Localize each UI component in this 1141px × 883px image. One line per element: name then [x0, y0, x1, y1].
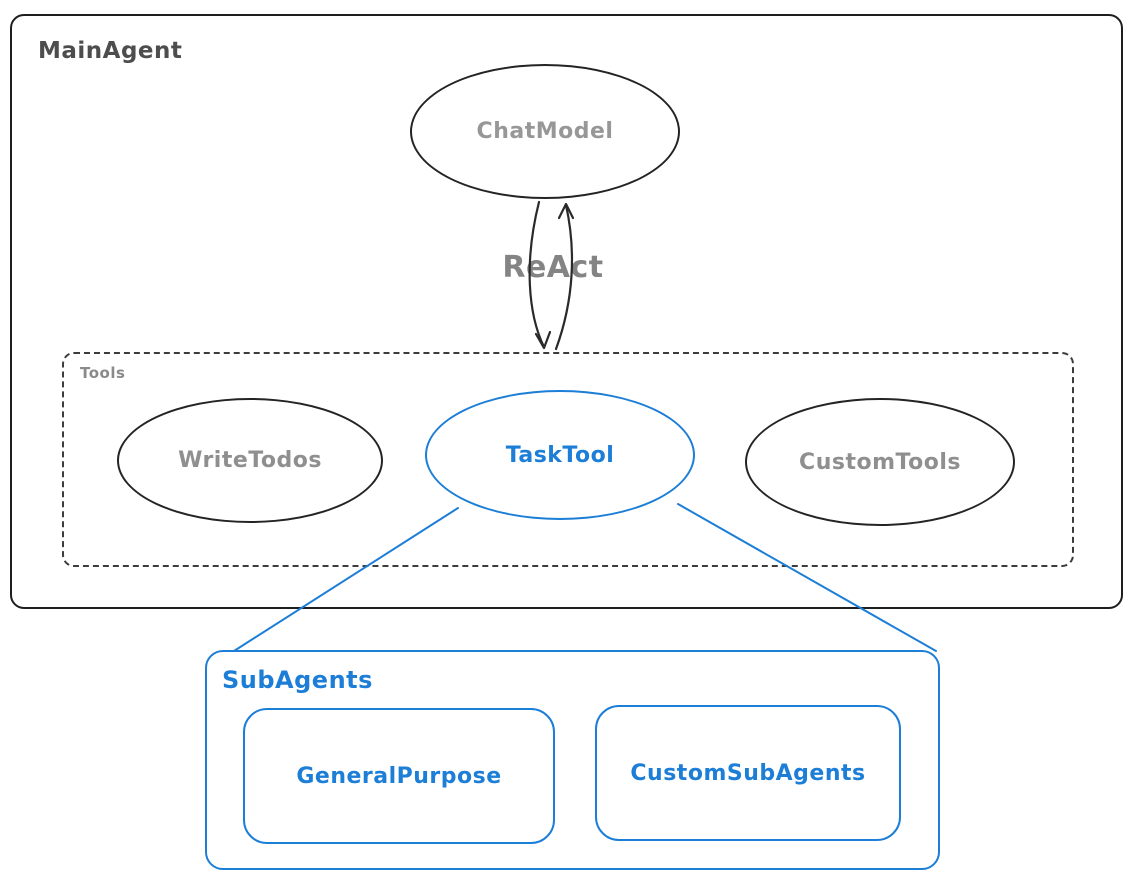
general-purpose-node: GeneralPurpose: [243, 708, 555, 844]
main-agent-container: [10, 14, 1123, 609]
chat-model-node: ChatModel: [410, 64, 680, 199]
main-agent-label: MainAgent: [38, 38, 183, 64]
custom-tools-node: CustomTools: [745, 398, 1015, 526]
task-tool-node: TaskTool: [425, 390, 695, 520]
tools-container: [62, 352, 1074, 567]
chat-model-label: ChatModel: [476, 119, 614, 144]
react-edge-label: ReAct: [502, 250, 604, 285]
general-purpose-label: GeneralPurpose: [296, 763, 502, 789]
write-todos-label: WriteTodos: [178, 448, 322, 473]
custom-subagents-label: CustomSubAgents: [630, 760, 866, 786]
custom-tools-label: CustomTools: [799, 449, 961, 475]
subagents-container: [205, 650, 940, 870]
custom-subagents-node: CustomSubAgents: [595, 705, 901, 841]
tools-label: Tools: [80, 364, 126, 382]
write-todos-node: WriteTodos: [117, 398, 383, 523]
task-tool-label: TaskTool: [505, 442, 615, 468]
subagents-label: SubAgents: [222, 666, 373, 694]
